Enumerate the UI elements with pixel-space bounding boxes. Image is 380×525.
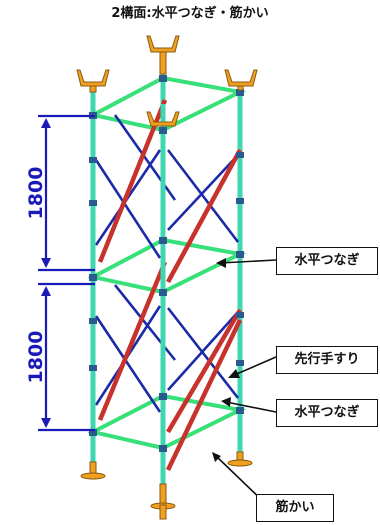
callout-horizontal-tie-upper: 水平つなぎ — [276, 247, 378, 275]
callout-brace: 筋かい — [256, 494, 334, 522]
dimension-label-lower: 1800 — [25, 330, 47, 384]
dimension-label-upper: 1800 — [25, 166, 47, 220]
callout-arrows — [212, 258, 277, 507]
diagram-title: 2構面:水平つなぎ・筋かい — [111, 6, 269, 21]
post-clamps — [89, 75, 244, 452]
dimension-lines — [38, 114, 95, 432]
callout-horizontal-tie-lower: 水平つなぎ — [276, 399, 378, 427]
top-jack-heads — [76, 35, 258, 127]
bottom-jack-bases — [80, 451, 253, 520]
advance-handrails — [97, 99, 243, 471]
callout-advance-handrail: 先行手すり — [276, 346, 378, 374]
